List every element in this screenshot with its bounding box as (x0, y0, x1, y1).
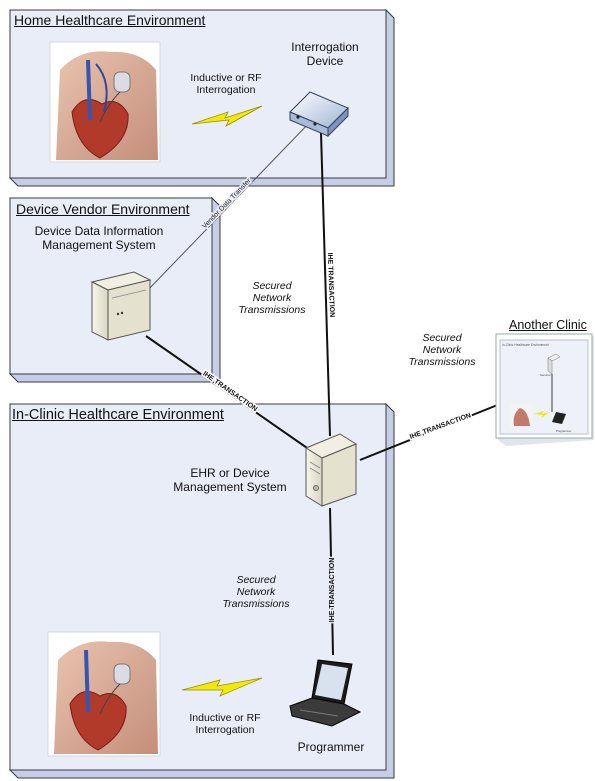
home-inductive-label: Inductive or RF Interrogation (190, 72, 262, 96)
home-patient-heart-image (49, 41, 161, 163)
ihe-line-vendor-to-ehr (145, 335, 311, 451)
programmer-laptop-icon (289, 659, 362, 727)
clinic-wireless-bolt-icon (181, 677, 263, 697)
home-environment-title: Home Healthcare Environment (14, 12, 206, 28)
programmer-label: Programmer (297, 740, 365, 754)
another-clinic-title: Another Clinic (509, 318, 587, 332)
secured-network-label-upper: Secured Network Transmissions (238, 280, 306, 316)
ihe-line-device-to-ehr (320, 132, 331, 437)
svg-text:Secured: Secured (540, 373, 551, 377)
vendor-transfer-line (145, 119, 313, 293)
clinic-patient-heart-image (47, 631, 161, 757)
secured-network-label-another: Secured Network Transmissions (408, 332, 476, 368)
ihe-label-device-ehr: IHE TRANSACTION (326, 253, 335, 318)
clinic-inductive-label: Inductive or RF Interrogation (189, 712, 261, 736)
ihe-line-ehr-to-programmer (329, 507, 334, 656)
ihe-label-ehr-another: IHE TRANSACTION (409, 412, 472, 441)
home-wireless-bolt-icon (191, 105, 263, 127)
clinic-environment-title: In-Clinic Healthcare Environment (12, 407, 224, 423)
secured-network-label-clinic: Secured Network Transmissions (222, 574, 290, 610)
ehr-system-label: EHR or Device Management System (173, 466, 287, 494)
another-clinic-thumbnail: In-Clinic Healthcare Environment Secured… (495, 333, 594, 446)
vendor-environment-title: Device Vendor Environment (16, 201, 190, 217)
interrogation-device-icon (289, 91, 349, 138)
svg-text:Programmer: Programmer (556, 429, 572, 433)
ehr-server-icon (304, 433, 358, 507)
svg-text:In-Clinic Healthcare Environme: In-Clinic Healthcare Environment (502, 343, 549, 347)
interrogation-device-label: Interrogation Device (291, 40, 359, 68)
ihe-label-ehr-programmer: IHE TRANSACTION (329, 558, 336, 623)
vendor-system-label: Device Data Information Management Syste… (34, 224, 164, 252)
ihe-line-ehr-to-another (359, 403, 501, 461)
vendor-server-icon (90, 271, 152, 341)
